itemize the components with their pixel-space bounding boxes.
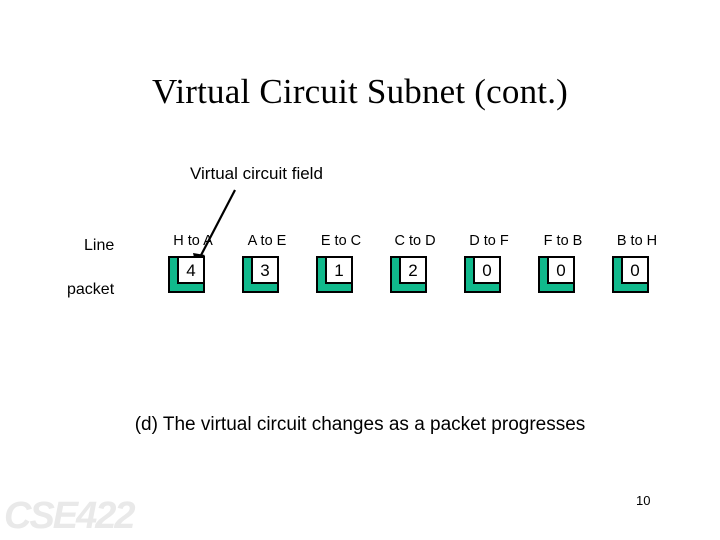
packet-glyph: 3 [242,256,279,293]
packet-glyph: 0 [538,256,575,293]
virtual-circuit-number: 2 [399,256,427,284]
packet-line-label: D to F [469,233,509,249]
packet-column: C to D 2 [382,232,448,304]
packet-glyph: 0 [464,256,501,293]
packet-glyph: 2 [390,256,427,293]
packet-line-label: F to B [543,233,583,249]
packet-column: B to H 0 [604,232,670,304]
packet-line-label: A to E [247,233,287,249]
packet-column: D to F 0 [456,232,522,304]
virtual-circuit-number: 0 [547,256,575,284]
row-label-line: Line [84,237,115,254]
row-label-packet: packet [67,281,115,298]
page-title: Virtual Circuit Subnet (cont.) [151,72,569,111]
page-number: 10 [636,493,651,508]
packet-column: A to E 3 [234,232,300,304]
virtual-circuit-number: 4 [177,256,205,284]
packet-line-label: H to A [173,233,213,249]
packet-line-label: C to D [394,233,436,249]
virtual-circuit-number: 0 [473,256,501,284]
virtual-circuit-field-label: Virtual circuit field [190,164,323,183]
packet-column: F to B 0 [530,232,596,304]
virtual-circuit-number: 1 [325,256,353,284]
packet-column: E to C 1 [308,232,374,304]
virtual-circuit-number: 0 [621,256,649,284]
packet-line-label: B to H [616,233,658,249]
cse422-logo: CSE422 [4,495,136,537]
packet-glyph: 0 [612,256,649,293]
packet-line-label: E to C [320,233,362,249]
virtual-circuit-number: 3 [251,256,279,284]
packet-glyph: 1 [316,256,353,293]
packet-progress-diagram: H to A 4 A to E 3 E to C 1 C to D 2 D to… [160,232,690,304]
packet-glyph: 4 [168,256,205,293]
packet-column: H to A 4 [160,232,226,304]
figure-caption: (d) The virtual circuit changes as a pac… [134,414,586,435]
